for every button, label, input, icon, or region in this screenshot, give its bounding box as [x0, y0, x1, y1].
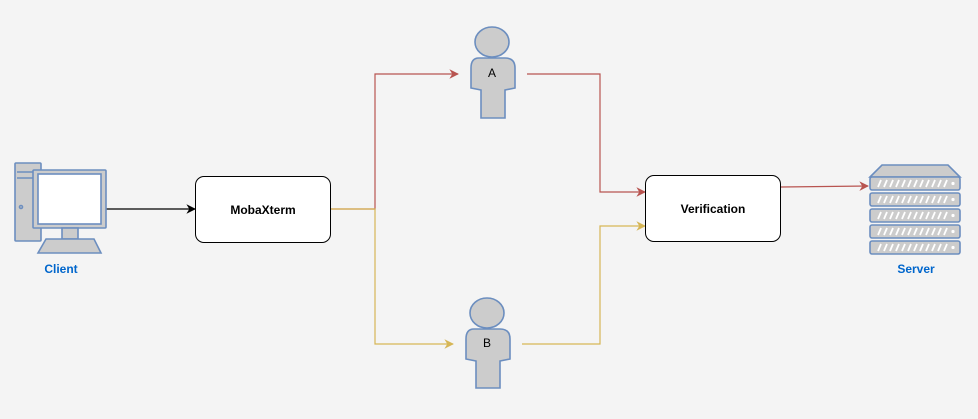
- user-icon: [470, 26, 516, 119]
- verification-label: Verification: [680, 201, 746, 216]
- person-b-label: B: [482, 336, 491, 350]
- client-label: Client: [44, 262, 78, 276]
- user-icon: [465, 297, 511, 389]
- edge-a-to-verification: [527, 73, 646, 197]
- edge-b-to-verification: [522, 221, 646, 345]
- edge-mobaxterm-to-a: [331, 69, 459, 210]
- mobaxterm-box[interactable]: MobaXterm: [195, 176, 331, 243]
- server-rack-icon: [868, 164, 962, 255]
- desktop-computer-icon: [14, 162, 107, 254]
- edge-verification-to-server: [780, 181, 869, 191]
- server-unit: [869, 176, 961, 191]
- server-unit: [869, 224, 961, 239]
- edge-mobaxterm-to-b: [331, 208, 454, 349]
- server-unit: [869, 208, 961, 223]
- server-unit: [869, 192, 961, 207]
- mobaxterm-label: MobaXterm: [230, 202, 296, 217]
- server-unit: [869, 240, 961, 255]
- server-label: Server: [897, 262, 935, 276]
- person-a-label: A: [487, 66, 496, 80]
- verification-box[interactable]: Verification: [645, 175, 781, 242]
